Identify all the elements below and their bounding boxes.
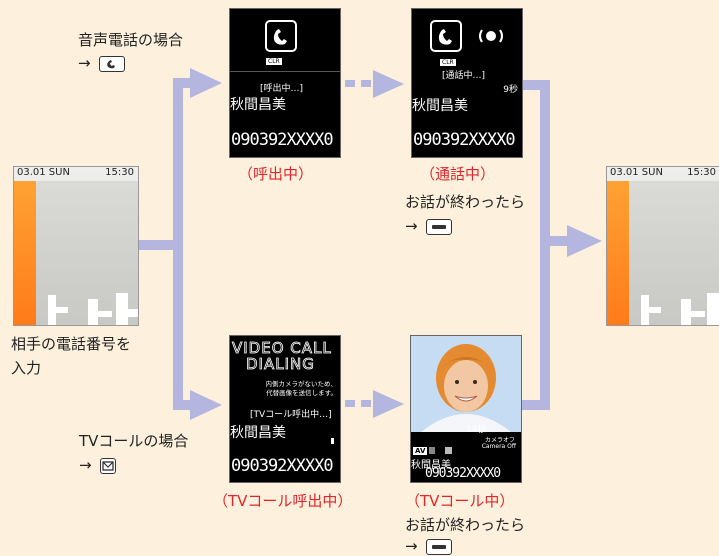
call-duration: 9秒: [503, 85, 518, 95]
caller-name: 秋間昌美: [230, 425, 286, 441]
end-tv-call-key-hint: →: [405, 537, 453, 555]
status-bar-end: 03.01 SUN 15:30: [607, 167, 719, 181]
standby-time: 15:30: [105, 167, 134, 178]
substitute-message-2: 代替画像を送信します。: [266, 389, 337, 397]
phone-number: 090392XXXX0: [425, 466, 501, 481]
separator-line: [230, 71, 340, 72]
caller-photo: [411, 336, 521, 432]
av-badge: AV: [413, 447, 428, 455]
battery-icon: [331, 438, 334, 444]
caller-name: 秋間昌美: [230, 97, 286, 113]
caller-name: 秋間昌美: [412, 98, 468, 114]
arrow-to-tv-calling: [190, 390, 222, 420]
end-tv-call-label: お話が終わったら: [405, 516, 526, 534]
tv-in-call-caption: （TVコール中）: [405, 492, 515, 510]
arrow-symbol: →: [405, 537, 418, 555]
tv-calling-status: [TVコール呼出中…]: [250, 410, 332, 420]
orange-wall-end: [607, 181, 629, 325]
camera-off-en: Camera Off: [481, 443, 516, 450]
connector-left-vertical: [173, 78, 183, 410]
chairs-illustration-end: [641, 293, 719, 325]
camera-off-jp: カメラオフ: [484, 437, 515, 444]
connector-right-top: [520, 80, 550, 90]
phone-number: 090392XXXX0: [231, 456, 334, 476]
screen-in-call: CLR [通話中…] 9秒 秋間昌美 090392XXXX0: [411, 8, 523, 158]
input-number-label-1: 相手の電話番号を: [11, 335, 132, 353]
calling-status: [呼出中…]: [260, 84, 304, 94]
clr-indicator-icon: CLR: [266, 58, 282, 65]
calling-caption: （呼出中）: [238, 165, 314, 183]
arrow-to-standby-end: [567, 225, 602, 257]
voice-call-case-label: 音声電話の場合: [78, 31, 184, 49]
end-key-icon: [426, 218, 453, 235]
arrow-to-tv-in-call: [373, 390, 404, 418]
end-key-icon: [426, 538, 453, 555]
standby-date-end: 03.01 SUN: [610, 167, 663, 178]
connector-right-stem: [540, 236, 570, 246]
connector-top-branch: [173, 78, 193, 88]
chairs-illustration: [48, 293, 138, 325]
tv-call-key-hint: →: [79, 456, 117, 474]
caller-name: 秋間昌美: [411, 460, 451, 471]
end-call-label: お話が終わったら: [405, 193, 526, 211]
connector-left-stem: [138, 240, 178, 250]
tv-call-case-label: TVコールの場合: [79, 432, 189, 450]
call-duration: 14秒: [466, 425, 487, 435]
tv-calling-caption: （TVコール呼出中）: [213, 492, 353, 510]
video-call-title-1: VIDEO CALL: [232, 339, 332, 358]
orange-wall: [14, 181, 36, 325]
arrow-to-in-call: [373, 70, 404, 98]
substitute-message-1: 内側カメラがないため、: [265, 380, 338, 388]
arrow-symbol: →: [79, 456, 92, 474]
mute-icon: [445, 447, 452, 454]
dot-bottom-2: [361, 400, 371, 407]
screen-tv-in-call: 14秒 カメラオフ Camera Off AV 秋間昌美 090392XXXX0: [410, 335, 522, 483]
dot-bottom-1: [345, 400, 355, 407]
arrow-symbol: →: [405, 217, 418, 235]
speaker-icon: [429, 447, 435, 454]
input-number-label-2: 入力: [11, 359, 42, 377]
screen-calling: CLR [呼出中…] 秋間昌美 090392XXXX0: [229, 8, 341, 158]
arrow-to-calling: [190, 68, 222, 98]
mail-key-icon: [100, 457, 117, 474]
phone-handset-icon: [430, 20, 462, 52]
end-call-key-hint: →: [405, 217, 453, 235]
status-bar: 03.01 SUN 15:30: [14, 167, 138, 181]
screen-tv-calling: VIDEO CALL DIALING 内側カメラがないため、 代替画像を送信しま…: [229, 335, 341, 483]
sound-wave-icon: [479, 29, 503, 43]
phone-number: 090392XXXX0: [413, 130, 516, 150]
voice-call-key-hint: →: [78, 54, 126, 72]
call-key-icon: [99, 55, 126, 72]
info-panel: [411, 432, 521, 482]
standby-date: 03.01 SUN: [17, 167, 70, 178]
standby-screen-end: 03.01 SUN 15:30: [606, 166, 719, 326]
connector-right-bottom: [520, 400, 550, 410]
standby-time-end: 15:30: [687, 167, 716, 178]
connector-bottom-branch: [173, 400, 193, 410]
dot-top-1: [345, 80, 355, 87]
in-call-caption: （通話中）: [420, 165, 496, 183]
arrow-symbol: →: [78, 54, 91, 72]
phone-number: 090392XXXX0: [231, 130, 334, 150]
clr-indicator-icon: CLR: [440, 59, 456, 66]
video-call-title-2: DIALING: [246, 355, 315, 374]
dot-top-2: [361, 80, 371, 87]
standby-screen-start: 03.01 SUN 15:30: [13, 166, 139, 326]
in-call-status: [通話中…]: [442, 71, 486, 81]
phone-handset-icon: [265, 20, 297, 52]
